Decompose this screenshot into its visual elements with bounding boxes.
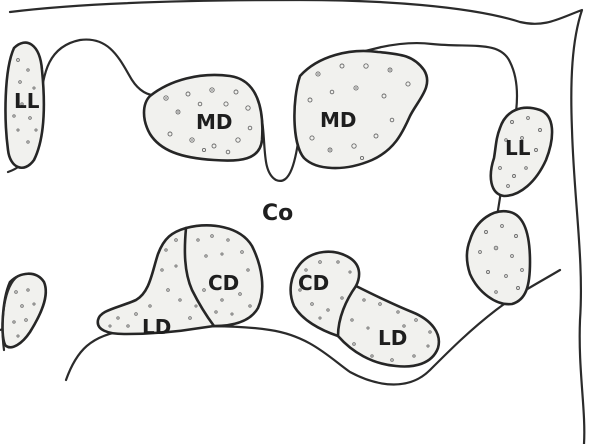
- lower-cavity-outline: [0, 270, 560, 385]
- right-cd-ld-group: CD LD: [291, 252, 439, 367]
- md-left-lobe: MD: [144, 75, 262, 161]
- md-left-label: MD: [196, 110, 233, 134]
- upper-cavity-outline: [8, 40, 517, 276]
- left-ld-cd-group: CD LD: [98, 225, 262, 339]
- ld-right-label: LD: [378, 326, 407, 350]
- md-right-lobe: MD: [294, 51, 427, 168]
- cd-left-label: CD: [208, 271, 239, 295]
- cd-right-label: CD: [298, 271, 329, 295]
- ll-right-lobe: LL: [491, 108, 552, 196]
- left-lower-lobe: [3, 274, 46, 350]
- ll-left-lobe: LL: [6, 43, 44, 168]
- ll-left-label: LL: [14, 89, 40, 113]
- ld-left-label: LD: [142, 315, 171, 339]
- ll-right-label: LL: [505, 136, 531, 160]
- co-label: Co: [262, 201, 293, 226]
- right-lower-lobe: [467, 211, 530, 304]
- md-right-label: MD: [320, 108, 357, 132]
